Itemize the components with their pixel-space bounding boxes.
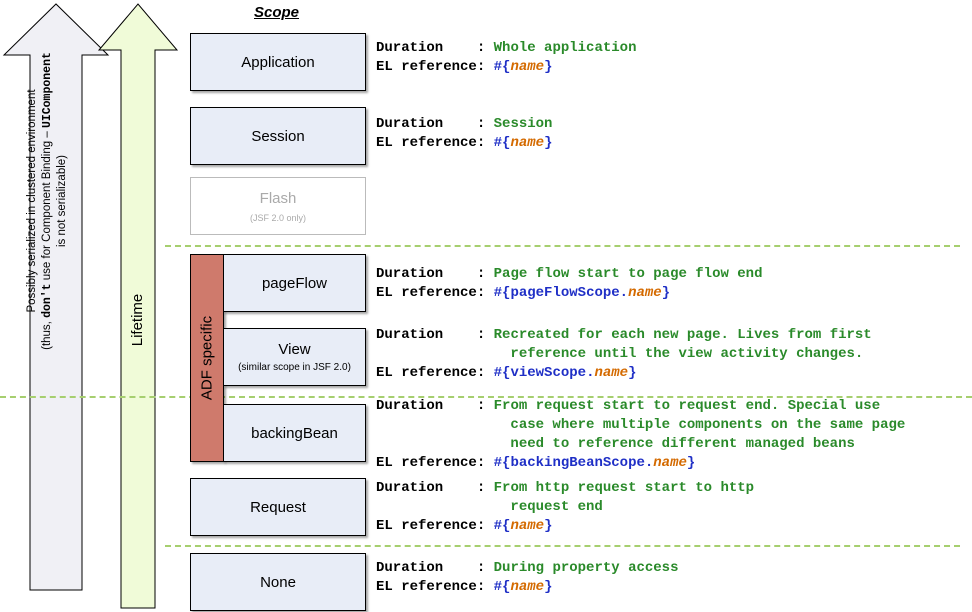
duration-label: Duration	[376, 560, 444, 576]
duration-text: Session	[493, 116, 553, 132]
serialized-line1: Possibly serialized in clustered environ…	[26, 89, 38, 313]
serialized-dont: don't	[41, 283, 54, 318]
duration-text: From request start to request end. Speci…	[493, 398, 881, 414]
el-label: EL reference	[376, 135, 477, 151]
duration-text: request end	[510, 499, 603, 515]
el-name: name	[510, 518, 545, 534]
duration-label: Duration	[376, 116, 444, 132]
el-label: EL reference	[376, 365, 477, 381]
arrows-graphic	[2, 3, 179, 609]
serialized-uicomponent: UIComponent	[41, 52, 54, 129]
duration-text: Page flow start to page flow end	[493, 266, 763, 282]
desc-session: Duration : Session EL reference: #{name}	[376, 116, 553, 151]
serialized-line2-pre: (thus,	[41, 317, 53, 350]
serialized-line2-mid: use for Component Binding –	[41, 128, 53, 284]
el-label: EL reference	[376, 455, 477, 471]
el-label: EL reference	[376, 285, 477, 301]
duration-label: Duration	[376, 266, 444, 282]
el-prefix: viewScope.	[510, 365, 595, 381]
duration-text: Recreated for each new page. Lives from …	[493, 327, 872, 343]
separator-1	[165, 245, 960, 247]
el-name: name	[510, 135, 545, 151]
duration-text: During property access	[493, 560, 679, 576]
duration-text: case where multiple components on the sa…	[510, 417, 906, 433]
desc-view: Duration : Recreated for each new page. …	[376, 327, 872, 381]
duration-label: Duration	[376, 480, 444, 496]
desc-application: Duration : Whole application EL referenc…	[376, 40, 637, 75]
lifetime-label: Lifetime	[129, 293, 146, 347]
scope-box-session: Session	[190, 107, 366, 165]
scope-sub: (similar scope in JSF 2.0)	[238, 362, 351, 373]
el-name: name	[510, 579, 545, 595]
scope-box-flash: Flash (JSF 2.0 only)	[190, 177, 366, 235]
scope-box-application: Application	[190, 33, 366, 91]
duration-label: Duration	[376, 398, 444, 414]
scope-title: Scope	[254, 4, 300, 21]
duration-label: Duration	[376, 327, 444, 343]
adf-specific-label: ADF specific	[198, 315, 216, 401]
scope-box-none: None	[190, 553, 366, 611]
scope-name: Session	[251, 127, 305, 145]
scope-name: Flash	[259, 189, 297, 207]
duration-text: need to reference different managed bean…	[510, 436, 855, 452]
scope-name: pageFlow	[261, 274, 328, 292]
scope-name: backingBean	[251, 424, 338, 442]
separator-2	[0, 396, 972, 398]
scope-sub: (JSF 2.0 only)	[249, 212, 307, 223]
el-name: name	[653, 455, 687, 471]
serialized-line3: is not serializable)	[56, 154, 68, 248]
desc-pageflow: Duration : Page flow start to page flow …	[376, 266, 763, 301]
duration-label: Duration	[376, 40, 444, 56]
el-label: EL reference	[376, 579, 477, 595]
adf-specific-block: ADF specific	[190, 254, 224, 462]
scope-name: View	[278, 341, 311, 358]
duration-text: From http request start to http	[493, 480, 755, 496]
lifetime-arrow	[97, 3, 179, 609]
el-label: EL reference	[376, 518, 477, 534]
scope-box-request: Request	[190, 478, 366, 536]
desc-request: Duration : From http request start to ht…	[376, 480, 755, 534]
el-prefix: backingBeanScope.	[510, 455, 654, 471]
serialized-arrow-text: Possibly serialized in clustered environ…	[25, 46, 85, 356]
scope-name: Application	[241, 53, 315, 71]
el-name: name	[628, 285, 662, 301]
el-label: EL reference	[376, 59, 477, 75]
desc-none: Duration : During property access EL ref…	[376, 560, 679, 595]
scope-box-pageflow: pageFlow	[223, 254, 366, 312]
separator-3	[165, 545, 960, 547]
el-name: name	[594, 365, 629, 381]
duration-text: Whole application	[493, 40, 637, 56]
scope-name: None	[260, 573, 296, 591]
duration-text: reference until the view activity change…	[510, 346, 864, 362]
serialized-arrow	[2, 3, 110, 591]
desc-backingbean: Duration : From request start to request…	[376, 398, 906, 471]
scope-name: Request	[250, 498, 306, 516]
serialized-line2: (thus, don't use for Component Binding –…	[40, 46, 55, 356]
scope-box-backingbean: backingBean	[223, 404, 366, 462]
scope-box-view: View (similar scope in JSF 2.0)	[223, 328, 366, 386]
el-prefix: pageFlowScope.	[510, 285, 629, 301]
el-name: name	[510, 59, 545, 75]
